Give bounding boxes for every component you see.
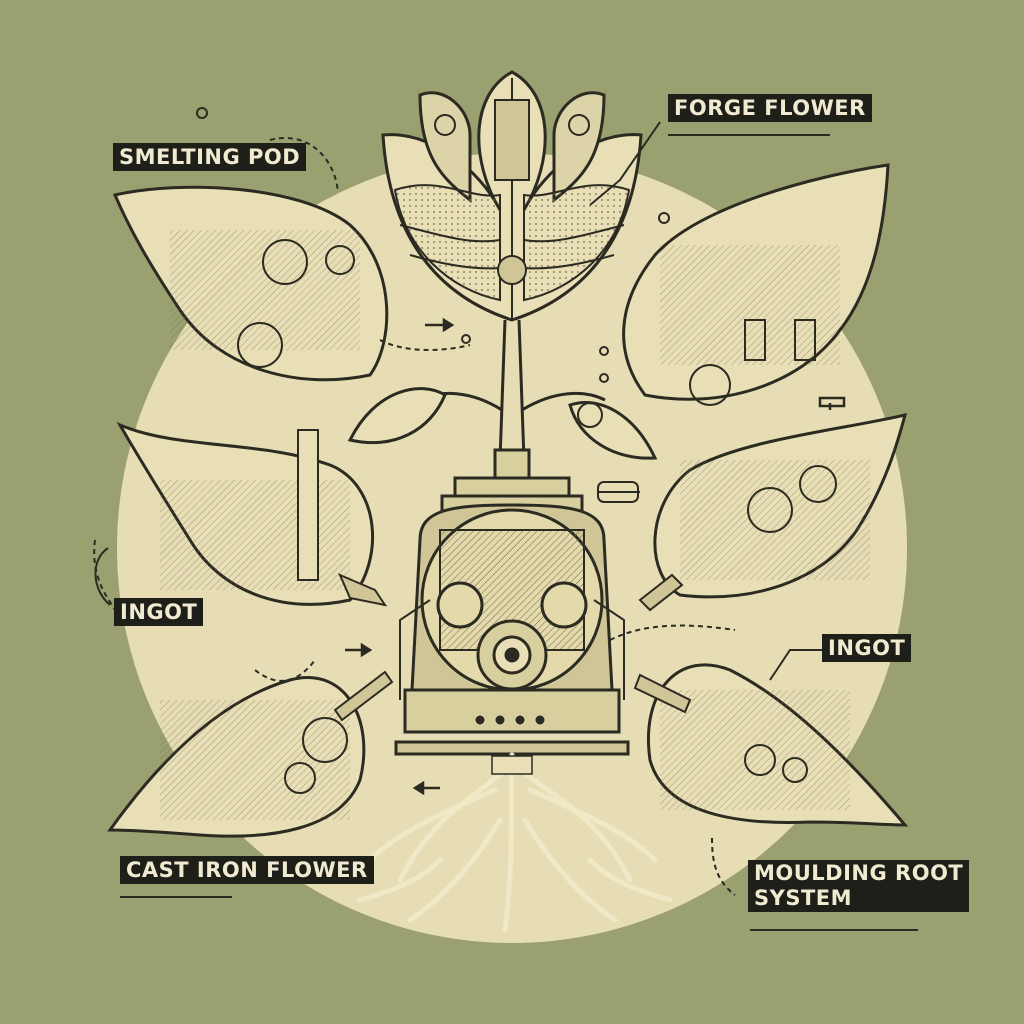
label-moulding-root-line1: MOULDING ROOT: [754, 861, 964, 885]
decor-dot: [196, 107, 208, 119]
small-leaf-gear: [577, 402, 603, 428]
small-leaf-right: [568, 400, 658, 460]
small-leaf-left: [347, 387, 447, 445]
label-ingot-right: INGOT: [822, 634, 912, 662]
forge-flower-illustration: [381, 70, 643, 322]
decor-dot: [461, 334, 471, 344]
label-smelting-pod: SMELTING POD: [113, 143, 307, 171]
leaf-cast-iron: [107, 670, 394, 838]
label-cast-iron-flower: CAST IRON FLOWER: [120, 856, 374, 884]
label-ingot-left: INGOT: [114, 598, 204, 626]
connector-lines: [93, 137, 736, 896]
decor-dot: [658, 212, 670, 224]
label-moulding-root: MOULDING ROOT SYSTEM: [748, 860, 970, 912]
label-ingot-left-text: INGOT: [120, 600, 198, 624]
decor-dot: [599, 373, 609, 383]
arrows: [345, 317, 846, 796]
leaf-moulding: [633, 663, 909, 827]
decor-dot: [599, 346, 609, 356]
leaf-ingot-right: [638, 412, 908, 612]
label-cast-iron-flower-text: CAST IRON FLOWER: [126, 858, 368, 882]
leaf-smelting-pod: [112, 185, 389, 382]
central-forge-machine: [394, 448, 630, 756]
label-moulding-root-line2: SYSTEM: [754, 886, 853, 910]
label-forge-flower-text: FORGE FLOWER: [674, 96, 866, 120]
label-smelting-pod-text: SMELTING POD: [119, 145, 301, 169]
root-outline: [491, 755, 533, 775]
leaf-forge-right: [622, 163, 890, 406]
label-ingot-right-text: INGOT: [828, 636, 906, 660]
root-system: [357, 752, 673, 933]
leaf-ingot-left: [116, 421, 388, 607]
label-forge-flower: FORGE FLOWER: [668, 94, 872, 122]
